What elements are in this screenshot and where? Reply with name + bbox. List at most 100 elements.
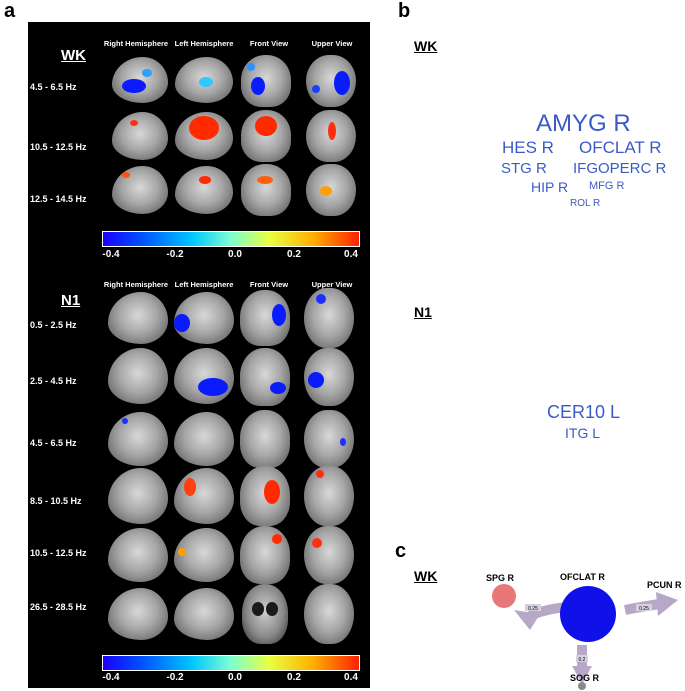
panel-b-n1-label: N1 [414, 304, 432, 320]
brain-coronal [240, 410, 290, 468]
column-header-left-hemisphere: Left Hemisphere [174, 280, 234, 289]
column-header-front-view: Front View [249, 280, 289, 289]
word-cloud-term: IFGOPERC R [573, 160, 667, 177]
edge-label: 0.25 [528, 606, 538, 612]
colorbar-tick: 0.2 [287, 672, 301, 683]
n1-band-label: 10.5 - 12.5 Hz [30, 548, 87, 558]
brain-axial [304, 584, 354, 644]
panel-c-wk-label: WK [414, 568, 438, 584]
brain-sagittal-right [108, 528, 168, 582]
brain-sagittal-left [174, 412, 234, 466]
n1-band-label: 4.5 - 6.5 Hz [30, 438, 77, 448]
node-label-sog: SOG R [570, 673, 600, 683]
brain-sagittal-left [174, 292, 234, 344]
wk-band-label: 10.5 - 12.5 Hz [30, 142, 87, 152]
word-cloud-term: MFG R [589, 180, 625, 192]
n1-band-label: 26.5 - 28.5 Hz [30, 602, 87, 612]
colorbar-tick: -0.2 [166, 249, 184, 260]
brain-sagittal-right [108, 412, 168, 466]
n1-band-label: 0.5 - 2.5 Hz [30, 320, 77, 330]
brain-sagittal-right [112, 166, 168, 214]
brain-sagittal-left [174, 348, 234, 404]
brain-sagittal-right [108, 588, 168, 640]
brain-coronal [240, 290, 290, 346]
edge-label: 0.25 [639, 606, 649, 612]
brain-coronal [240, 466, 290, 526]
brain-coronal [242, 584, 288, 644]
column-header-upper-view: Upper View [311, 39, 353, 48]
panel-letter-b: b [398, 0, 411, 22]
brain-axial [306, 110, 356, 162]
brain-sagittal-left [175, 57, 233, 103]
column-header-front-view: Front View [249, 39, 289, 48]
brain-sagittal-left [175, 166, 233, 214]
column-header-right-hemisphere: Right Hemisphere [103, 39, 169, 48]
spg-node [492, 584, 516, 608]
word-cloud-term: HES R [502, 138, 554, 157]
sog-node [578, 682, 586, 690]
node-label-ofclat: OFCLAT R [560, 572, 605, 582]
arrowhead [514, 610, 540, 630]
brain-axial [304, 466, 354, 526]
brain-sagittal-left [175, 112, 233, 160]
colorbar-n1 [102, 655, 360, 671]
arrowhead [572, 666, 592, 684]
colorbar-tick: -0.4 [102, 249, 120, 260]
brain-coronal [241, 164, 291, 216]
brain-sagittal-left [174, 468, 234, 524]
panel-letter-c: c [395, 540, 407, 562]
brain-sagittal-right [108, 348, 168, 404]
brain-sagittal-right [112, 57, 168, 103]
colorbar-tick: -0.4 [102, 672, 120, 683]
word-cloud-term: HIP R [531, 179, 569, 195]
panel-b-wk-label: WK [414, 38, 438, 54]
panel-letter-a: a [4, 0, 16, 22]
brain-axial [304, 410, 354, 468]
edge-label-bg [525, 604, 541, 611]
brain-axial [304, 348, 354, 406]
wk-band-label: 4.5 - 6.5 Hz [30, 82, 77, 92]
edge-label: 0.2 [579, 657, 586, 663]
ofclat-node [560, 586, 616, 642]
edge-label-bg [576, 655, 588, 662]
column-header-upper-view: Upper View [311, 280, 353, 289]
brain-sagittal-right [108, 292, 168, 344]
brain-axial [306, 55, 356, 107]
word-cloud-term: ITG L [565, 425, 601, 441]
brain-figure-panel: Right Hemisphere Left Hemisphere Front V… [28, 22, 370, 688]
n1-band-label: 8.5 - 10.5 Hz [30, 496, 82, 506]
brain-axial [304, 526, 354, 584]
brain-coronal [240, 526, 290, 584]
edge-label-bg [636, 604, 652, 611]
colorbar-tick: 0.2 [287, 249, 301, 260]
word-cloud-term: AMYG R [536, 110, 631, 137]
brain-sagittal-left [174, 528, 234, 582]
n1-section-title: N1 [61, 292, 81, 309]
wk-band-label: 12.5 - 14.5 Hz [30, 194, 87, 204]
colorbar-tick: 0.4 [344, 672, 358, 683]
colorbar-tick: 0.0 [228, 249, 242, 260]
colorbar-tick: -0.2 [166, 672, 184, 683]
word-cloud-term: ROL R [570, 198, 601, 209]
arrowhead [656, 592, 678, 616]
node-label-spg: SPG R [486, 573, 515, 583]
word-cloud-term: CER10 L [547, 402, 621, 422]
colorbar-tick: 0.4 [344, 249, 358, 260]
word-cloud-term: OFCLAT R [579, 138, 662, 157]
wk-section-title: WK [61, 47, 86, 64]
n1-band-label: 2.5 - 4.5 Hz [30, 376, 77, 386]
brain-sagittal-right [108, 468, 168, 524]
brain-coronal [241, 110, 291, 162]
brain-sagittal-left [174, 588, 234, 640]
brain-axial [306, 164, 356, 216]
word-cloud-term: STG R [501, 160, 547, 177]
column-header-left-hemisphere: Left Hemisphere [174, 39, 234, 48]
network-diagram: 0.25 0.25 0.2 [492, 584, 678, 690]
brain-sagittal-right [112, 112, 168, 160]
column-header-right-hemisphere: Right Hemisphere [103, 280, 169, 289]
node-label-pcun: PCUN R [647, 580, 682, 590]
brain-coronal [241, 55, 291, 107]
brain-axial [304, 288, 354, 348]
brain-coronal [240, 348, 290, 406]
colorbar-tick: 0.0 [228, 672, 242, 683]
